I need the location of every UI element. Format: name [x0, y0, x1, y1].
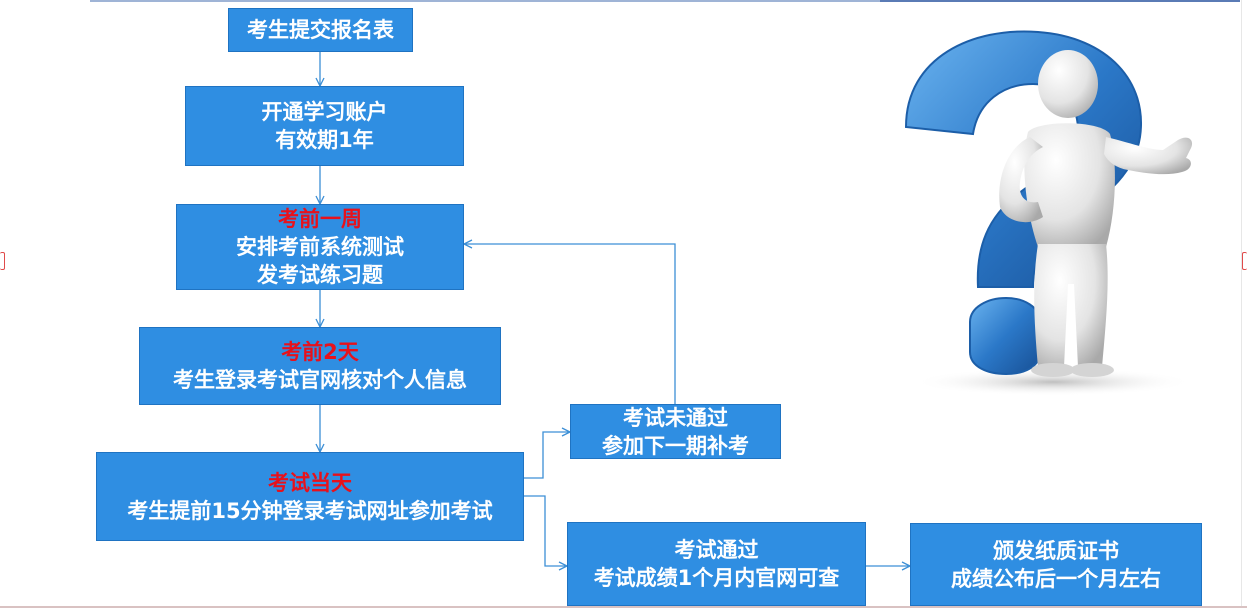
node-open-account-text-2: 有效期1年 [275, 128, 374, 152]
node-two-days-highlight: 考前2天 [281, 340, 359, 364]
right-selection-handle[interactable] [1242, 252, 1247, 270]
node-open-account: 开通学习账户 有效期1年 [185, 86, 464, 166]
node-certificate: 颁发纸质证书 成绩公布后一个月左右 [910, 523, 1202, 606]
top-border-line [90, 0, 1240, 2]
node-exam-failed-text-2: 参加下一期补考 [602, 433, 749, 458]
arrow-fail-to-week [464, 244, 676, 404]
question-mark-figure-icon [904, 30, 1193, 396]
node-week-before-text-1: 安排考前系统测试 [236, 235, 404, 259]
bottom-border-line [0, 606, 1247, 608]
node-exam-passed: 考试通过 考试成绩1个月内官网可查 [567, 522, 866, 606]
node-exam-day-text: 考生提前15分钟登录考试网址参加考试 [127, 498, 493, 523]
node-certificate-text-2: 成绩公布后一个月左右 [951, 566, 1161, 591]
node-certificate-text-1: 颁发纸质证书 [993, 538, 1119, 563]
node-two-days-before: 考前2天 考生登录考试官网核对个人信息 [139, 327, 501, 405]
node-week-before: 考前一周 安排考前系统测试 发考试练习题 [176, 204, 464, 290]
node-exam-passed-text-2: 考试成绩1个月内官网可查 [593, 566, 840, 590]
node-exam-day-highlight: 考试当天 [268, 470, 352, 495]
node-exam-failed-text-1: 考试未通过 [623, 405, 728, 430]
node-open-account-text-1: 开通学习账户 [261, 100, 388, 124]
node-week-before-text-2: 发考试练习题 [257, 263, 383, 287]
top-border-accent [880, 0, 1240, 2]
node-exam-passed-text-1: 考试通过 [674, 538, 759, 562]
right-border-line [1241, 0, 1242, 606]
node-two-days-text: 考生登录考试官网核对个人信息 [173, 368, 467, 392]
node-week-before-highlight: 考前一周 [278, 207, 362, 231]
node-exam-day: 考试当天 考生提前15分钟登录考试网址参加考试 [96, 452, 524, 541]
arrow-examday-to-fail [523, 432, 570, 479]
node-submit-form: 考生提交报名表 [228, 8, 413, 52]
left-selection-handle[interactable] [0, 252, 5, 270]
node-exam-failed: 考试未通过 参加下一期补考 [570, 404, 781, 459]
arrow-examday-to-pass [523, 495, 567, 566]
node-submit-form-text: 考生提交报名表 [247, 18, 394, 42]
